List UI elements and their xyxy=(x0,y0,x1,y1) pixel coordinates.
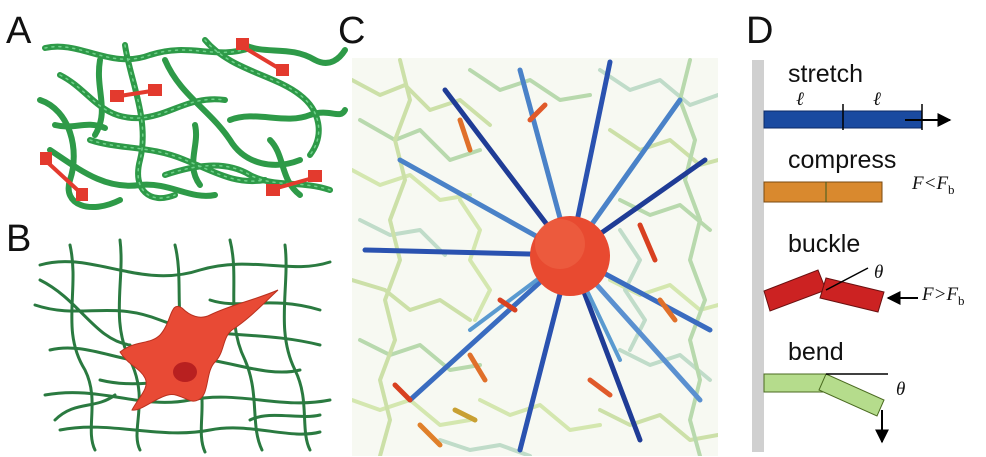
buckle-force-symbol: F xyxy=(922,284,934,305)
compress-force-symbol: F xyxy=(912,173,924,194)
stretch-label: stretch xyxy=(788,60,864,88)
bend-label: bend xyxy=(788,338,844,366)
segment-length-right: ℓ xyxy=(873,89,881,110)
bend-angle-label: θ xyxy=(896,379,906,400)
buckle-relation: > xyxy=(933,284,947,305)
bend-rod-fixed xyxy=(763,373,827,393)
buckle-rod-right xyxy=(819,277,885,313)
wall-line xyxy=(752,60,764,452)
panel-letter-a: A xyxy=(6,10,32,52)
panel-a-fiber-texture xyxy=(44,39,331,199)
panel-d-modes xyxy=(752,60,952,452)
compress-rod xyxy=(763,181,883,203)
buckle-angle-line xyxy=(825,267,869,291)
buckle-label: buckle xyxy=(788,230,861,258)
compress-label: compress xyxy=(788,146,897,174)
buckle-condition: F>Fb xyxy=(922,285,965,307)
buckle-rod-left xyxy=(763,269,827,312)
compress-relation: < xyxy=(923,173,937,194)
bend-rod-deflected xyxy=(818,373,885,417)
buckle-threshold-symbol: F xyxy=(946,284,959,305)
panel-letter-b: B xyxy=(6,218,32,260)
panel-a-crosslinks xyxy=(40,38,322,201)
panel-c-colored-segments xyxy=(392,102,678,448)
compress-condition: F<Fb xyxy=(912,174,955,196)
panel-b-cell xyxy=(119,289,279,411)
panel-letter-d: D xyxy=(746,10,774,52)
segment-length-left: ℓ xyxy=(796,89,804,110)
buckle-threshold-subscript: b xyxy=(958,292,965,308)
compress-threshold-subscript: b xyxy=(948,181,955,197)
buckle-angle-label: θ xyxy=(874,262,884,283)
compress-threshold-symbol: F xyxy=(936,173,949,194)
panel-letter-c: C xyxy=(338,10,366,52)
panel-c-sphere xyxy=(530,216,610,296)
